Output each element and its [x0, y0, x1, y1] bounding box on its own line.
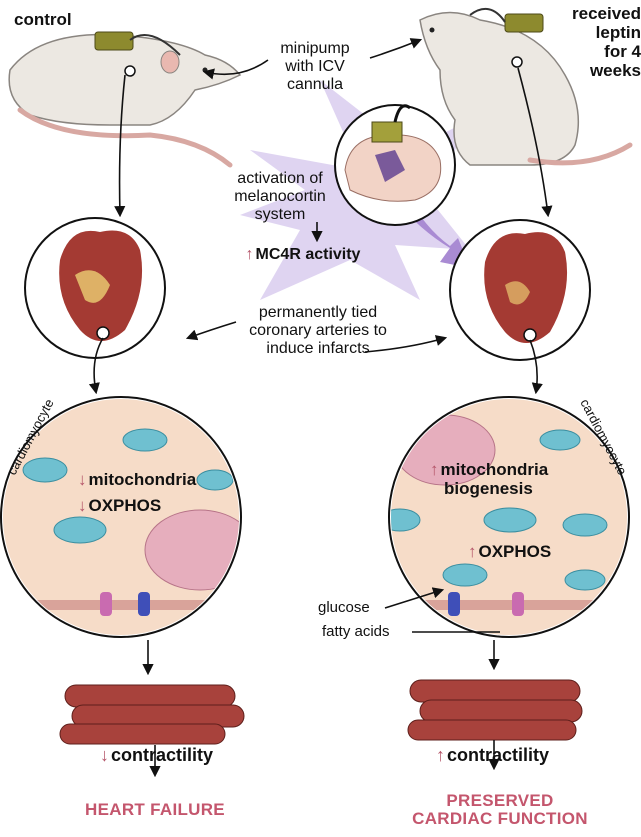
minipump-label: minipump with ICV cannula: [260, 40, 370, 94]
heart-icon: [24, 217, 166, 359]
mitochondrion-icon: [483, 507, 537, 533]
right-mito-line: biogenesis: [444, 479, 533, 499]
control-label: control: [14, 10, 72, 29]
activation-label: activation of melanocortin system: [220, 170, 340, 224]
right-contractility-label: contractility: [436, 745, 586, 765]
received-label: received leptin for 4 weeks: [556, 4, 641, 80]
mitochondrion-icon: [53, 516, 107, 544]
received-line: for 4: [604, 42, 641, 62]
tied-line: coronary arteries to: [249, 321, 387, 339]
left-mito-label: mitochondria: [78, 470, 218, 489]
muscle-fiber-icon: [407, 679, 583, 741]
mitochondrion-icon: [442, 563, 488, 587]
preserved-line: CARDIAC FUNCTION: [412, 808, 588, 828]
right-mito-label: mitochondria biogenesis: [430, 460, 560, 498]
mitochondrion-icon: [122, 428, 168, 452]
rat-icon: [8, 31, 242, 168]
cardiomyocyte-right: [388, 396, 630, 638]
received-line: received: [572, 4, 641, 23]
mitochondrion-icon: [22, 457, 68, 483]
right-oxphos-label: OXPHOS: [468, 542, 568, 561]
activation-line: system: [254, 205, 306, 223]
glucose-label: glucose: [318, 599, 370, 616]
nucleus-icon: [144, 509, 239, 591]
preserved-line: PRESERVED: [446, 791, 554, 810]
mitochondrion-icon: [562, 513, 608, 537]
mc4r-label: MC4R activity: [228, 246, 378, 264]
flow-arrows: [88, 38, 553, 778]
minipump-line: minipump: [280, 40, 350, 57]
transporter-icon: [138, 592, 150, 616]
fatty-acids-label: fatty acids: [322, 623, 390, 640]
brain-icon: [334, 104, 456, 226]
cardiomyocyte-left: [0, 396, 242, 638]
activation-line: activation of: [237, 170, 323, 187]
tied-line: induce infarcts: [266, 339, 370, 357]
rat-icon: [419, 7, 633, 166]
transporter-icon: [512, 592, 524, 616]
activation-line: melanocortin: [234, 187, 326, 205]
heart-icon: [449, 219, 591, 361]
tied-line: permanently tied: [258, 304, 378, 321]
left-contractility-label: contractility: [100, 745, 250, 765]
received-line: weeks: [589, 61, 641, 81]
mitochondrion-icon: [539, 429, 581, 451]
right-mito-line: mitochondria: [430, 460, 560, 479]
preserved-label: PRESERVED CARDIAC FUNCTION: [400, 792, 600, 828]
tied-label: permanently tied coronary arteries to in…: [233, 304, 403, 358]
minipump-line: cannula: [286, 75, 344, 93]
left-oxphos-label: OXPHOS: [78, 496, 178, 515]
transporter-icon: [100, 592, 112, 616]
mitochondrion-icon: [564, 569, 606, 591]
heart-failure-label: HEART FAILURE: [85, 800, 225, 819]
muscle-fiber-icon: [59, 684, 245, 745]
mitochondrion-icon: [391, 508, 421, 532]
transporter-icon: [448, 592, 460, 616]
received-line: leptin: [595, 23, 641, 43]
minipump-line: with ICV: [285, 57, 345, 75]
